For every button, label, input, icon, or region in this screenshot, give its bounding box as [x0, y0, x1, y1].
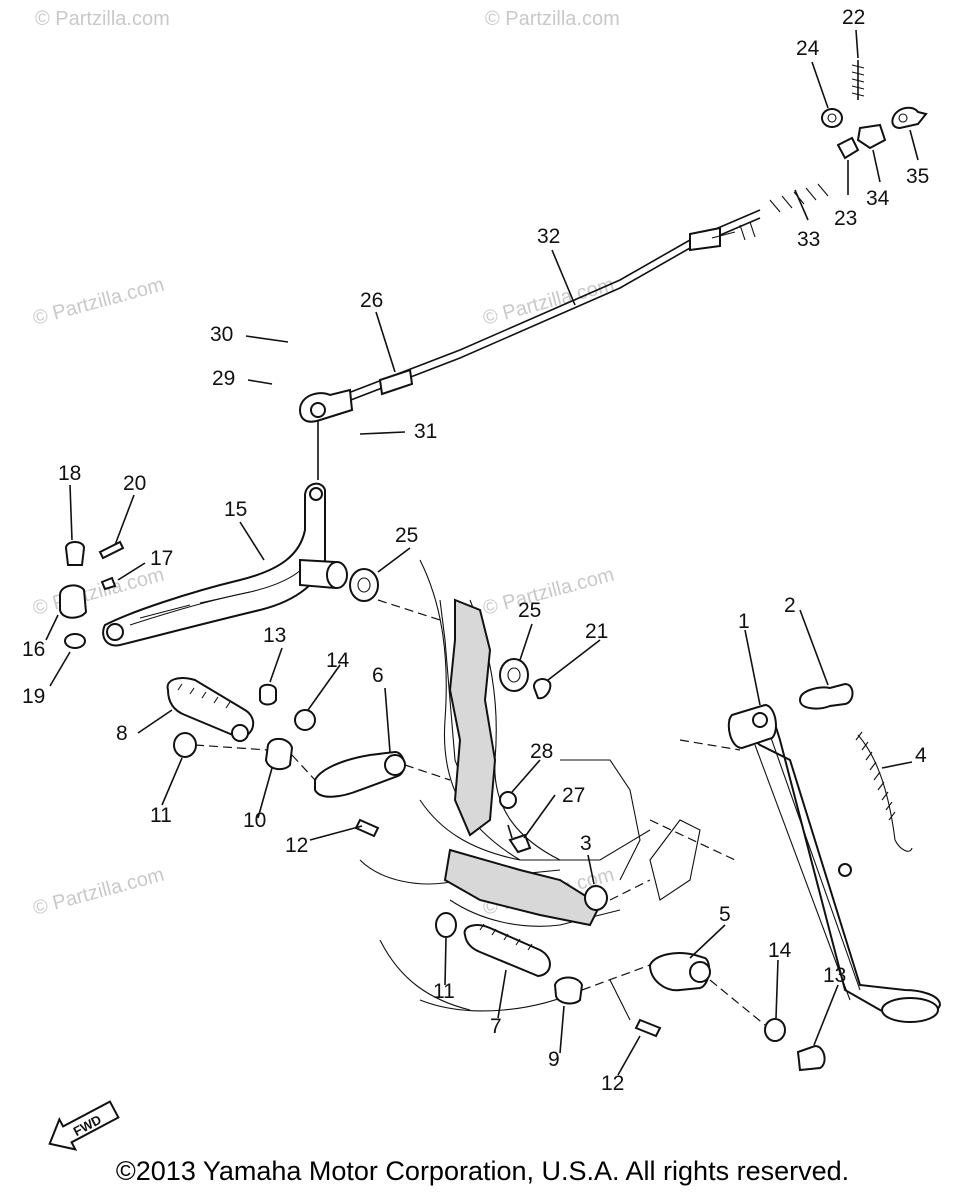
callout-15: 15 [224, 498, 247, 521]
callout-27: 27 [562, 784, 585, 807]
callout-24: 24 [796, 37, 820, 60]
callout-10: 10 [243, 809, 266, 832]
callout-4: 4 [915, 744, 927, 767]
washer-parts [349, 568, 552, 700]
left-footrest-assembly [166, 677, 451, 838]
fwd-arrow-icon: FWD [48, 1100, 120, 1151]
callout-11-left: 11 [150, 804, 172, 827]
callout-16: 16 [22, 638, 45, 661]
callout-17: 17 [150, 547, 173, 570]
callout-7: 7 [490, 1015, 502, 1038]
callout-12-left: 12 [285, 834, 308, 857]
watermark: © Partzilla.com [35, 8, 170, 30]
frame-outline [359, 559, 741, 1021]
brake-rod-assembly [298, 183, 829, 423]
callout-labels: 22 24 35 34 23 33 32 26 30 29 31 18 20 1… [22, 6, 929, 1095]
callout-13-left: 13 [263, 624, 286, 647]
callout-19: 19 [22, 685, 45, 708]
side-stand-assembly [584, 682, 942, 1023]
callout-34: 34 [866, 187, 890, 210]
callout-9: 9 [548, 1048, 560, 1071]
callout-25-upper: 25 [395, 524, 418, 547]
callout-1: 1 [738, 610, 750, 633]
callout-31: 31 [414, 420, 437, 443]
callout-26: 26 [360, 289, 383, 312]
bolt-27-28 [499, 791, 532, 854]
watermark: © Partzilla.com [481, 564, 617, 620]
callout-5: 5 [719, 903, 731, 926]
callout-28: 28 [530, 740, 553, 763]
watermark: © Partzilla.com [481, 274, 617, 330]
callout-8: 8 [116, 722, 128, 745]
brake-rod-end-parts [821, 60, 928, 160]
callout-12-right: 12 [601, 1072, 624, 1095]
copyright-notice: ©2013 Yamaha Motor Corporation, U.S.A. A… [115, 1156, 850, 1186]
callout-21: 21 [585, 620, 608, 643]
brake-pedal-assembly [59, 420, 348, 649]
callout-14-right: 14 [768, 939, 792, 962]
callout-29: 29 [212, 367, 235, 390]
leader-lines [45, 29, 919, 1076]
callout-25-lower: 25 [518, 599, 541, 622]
callout-20: 20 [123, 472, 146, 495]
watermark: © Partzilla.com [31, 274, 167, 330]
watermark: © Partzilla.com [31, 864, 167, 920]
callout-13-right: 13 [823, 964, 846, 987]
callout-3: 3 [580, 832, 592, 855]
callout-30: 30 [210, 323, 233, 346]
callout-32: 32 [537, 225, 560, 248]
callout-35: 35 [906, 165, 929, 188]
callout-11-right: 11 [433, 980, 455, 1003]
callout-14-left: 14 [326, 649, 350, 672]
callout-2: 2 [784, 594, 796, 617]
callout-6: 6 [372, 664, 384, 687]
callout-18: 18 [58, 462, 81, 485]
watermark: © Partzilla.com [485, 8, 620, 30]
callout-33: 33 [797, 228, 820, 251]
right-footrest-assembly [435, 912, 826, 1072]
callout-23: 23 [834, 207, 857, 230]
callout-22: 22 [842, 6, 865, 29]
